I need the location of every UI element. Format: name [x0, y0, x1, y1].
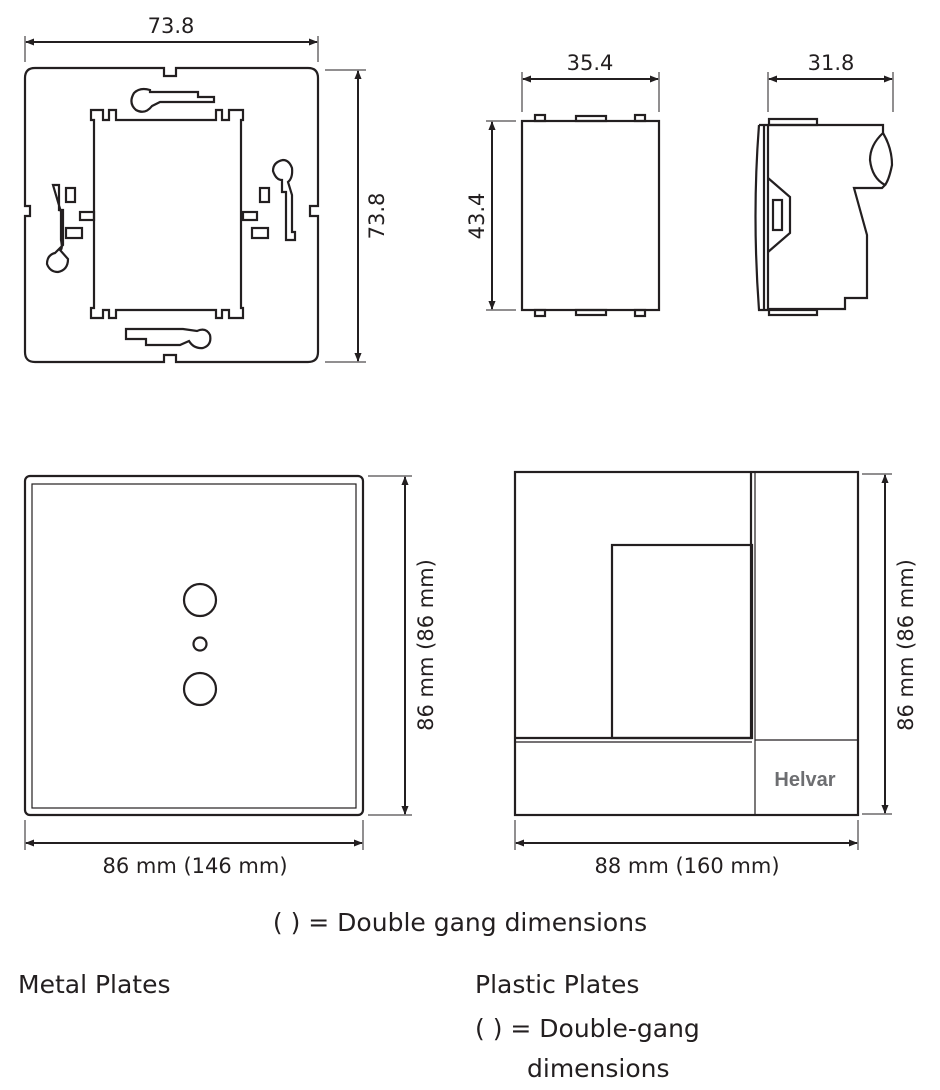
metal-plate-drawing: 86 mm (86 mm) 86 mm (146 mm): [23, 474, 438, 878]
metal-plate-width-label: 86 mm (146 mm): [102, 854, 287, 878]
plastic-plate-width-label: 88 mm (160 mm): [594, 854, 779, 878]
plastic-plate-drawing: Helvar 86 mm (86 mm) 88 mm (160 mm): [513, 470, 918, 878]
button-lower: [182, 671, 218, 707]
module-side-drawing: 31.8: [754, 51, 894, 317]
metal-plate-height-label: 86 mm (86 mm): [414, 559, 438, 731]
plastic-plates-caption: Plastic Plates: [475, 970, 639, 999]
plastic-plate-height-label: 86 mm (86 mm): [894, 559, 918, 731]
metal-plates-caption: Metal Plates: [18, 970, 171, 999]
plastic-note-line2: dimensions: [527, 1054, 670, 1083]
module-height-label: 43.4: [465, 193, 489, 240]
module-width-label: 35.4: [567, 51, 614, 75]
module-front-drawing: 35.4 43.4: [465, 51, 661, 318]
double-gang-note: ( ) = Double gang dimensions: [273, 908, 647, 937]
frame-height-label: 73.8: [365, 193, 389, 240]
module-depth-label: 31.8: [808, 51, 855, 75]
plastic-note-line1: ( ) = Double-gang: [475, 1014, 700, 1043]
helvar-logo: Helvar: [774, 769, 835, 791]
button-upper: [182, 582, 218, 618]
mounting-frame-drawing: 73.8 73.8: [23, 14, 389, 364]
frame-width-label: 73.8: [148, 14, 195, 38]
indicator-led: [192, 636, 208, 652]
